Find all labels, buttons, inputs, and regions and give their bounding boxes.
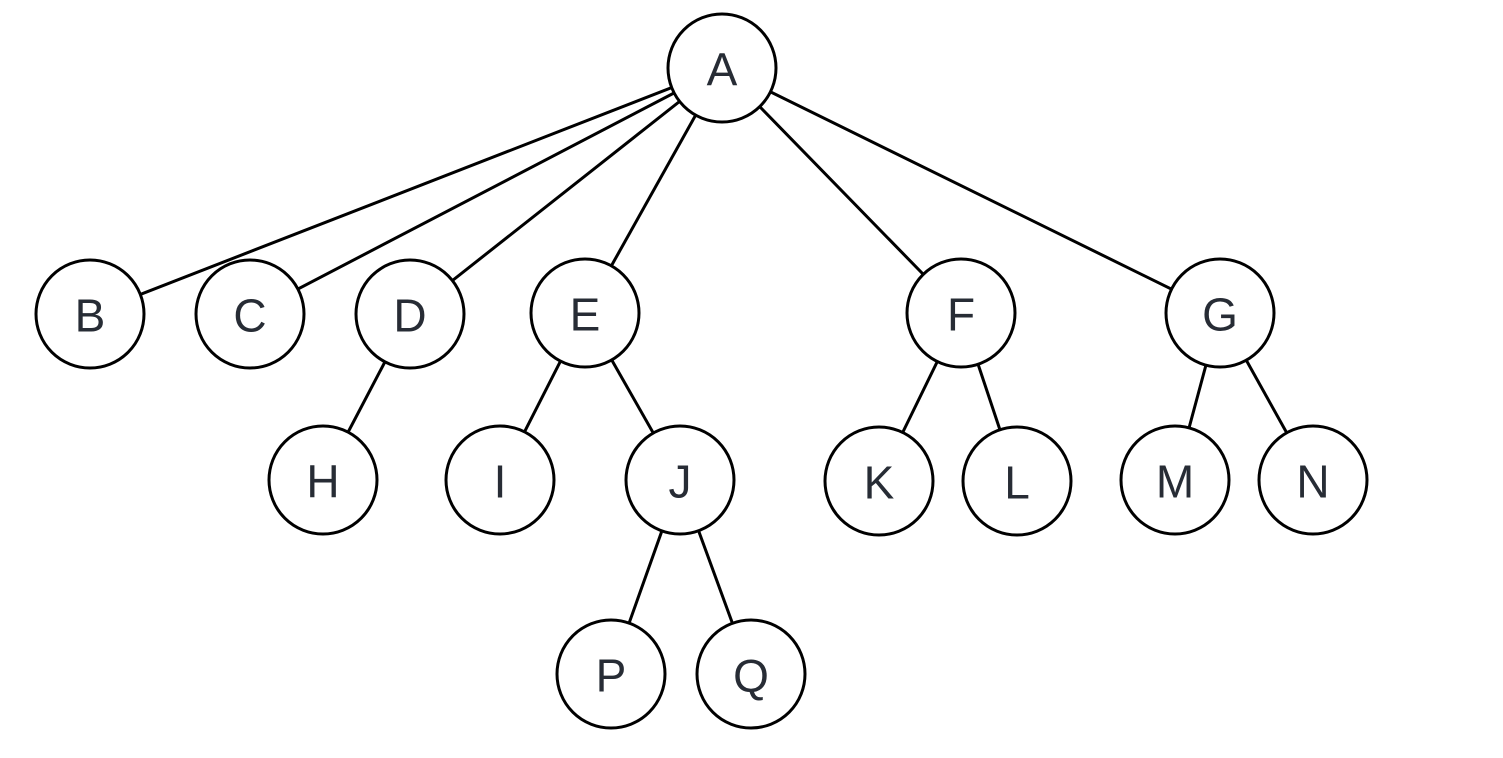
node-circle-G [1164,257,1276,369]
node-J: J [624,424,736,536]
edge-A-F [720,66,963,315]
node-G: G [1164,257,1276,369]
node-circle-P [555,618,667,730]
edges-layer [89,66,1315,675]
node-C: C [194,258,306,370]
node-K: K [823,425,935,537]
edge-A-G [721,66,1221,315]
edge-A-C [249,66,723,316]
node-B: B [34,258,146,370]
node-E: E [529,257,641,369]
node-A: A [666,12,778,124]
node-circle-D [354,258,466,370]
node-I: I [444,424,556,536]
node-H: H [267,424,379,536]
node-circle-Q [695,618,807,730]
node-circle-K [823,425,935,537]
edge-A-D [409,66,723,316]
node-P: P [555,618,667,730]
node-circle-B [34,258,146,370]
node-F: F [905,257,1017,369]
node-circle-M [1119,424,1231,536]
node-circle-E [529,257,641,369]
node-circle-A [666,12,778,124]
node-circle-F [905,257,1017,369]
edge-A-B [89,66,723,316]
node-circle-N [1257,424,1369,536]
node-circle-C [194,258,306,370]
node-N: N [1257,424,1369,536]
node-D: D [354,258,466,370]
node-L: L [961,425,1073,537]
node-circle-L [961,425,1073,537]
node-circle-J [624,424,736,536]
node-circle-I [444,424,556,536]
node-circle-H [267,424,379,536]
node-M: M [1119,424,1231,536]
node-Q: Q [695,618,807,730]
